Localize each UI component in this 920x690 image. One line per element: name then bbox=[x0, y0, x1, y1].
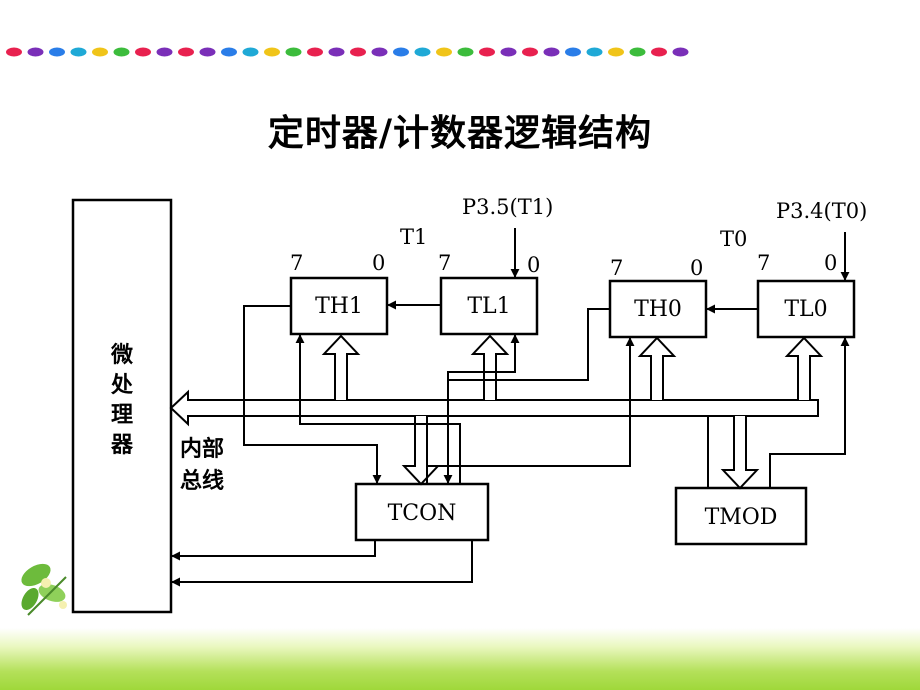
decorative-dot bbox=[522, 47, 538, 57]
decorative-dot-row bbox=[6, 47, 689, 57]
decorative-dot bbox=[49, 47, 65, 57]
bit-msb-label: 7 bbox=[610, 256, 623, 280]
t1-group-label: T1 bbox=[400, 225, 427, 249]
decorative-dot bbox=[264, 47, 280, 57]
tl1-register bbox=[439, 276, 539, 336]
decorative-dot bbox=[608, 47, 624, 57]
decorative-dot bbox=[672, 47, 689, 57]
decorative-dot bbox=[199, 47, 216, 57]
decorative-dot bbox=[629, 47, 646, 57]
decorative-dot bbox=[586, 47, 603, 57]
decorative-dot bbox=[307, 47, 323, 57]
bus-to-tl0-arrow bbox=[784, 336, 824, 400]
decorative-dot bbox=[70, 47, 87, 57]
cpu-label-char: 处 bbox=[110, 372, 133, 398]
tmod-label: TMOD bbox=[705, 505, 778, 530]
bit-msb-label: 7 bbox=[757, 251, 770, 275]
decorative-dot bbox=[651, 47, 667, 57]
tl0-register bbox=[756, 279, 856, 339]
cpu-block bbox=[71, 198, 173, 614]
bus-to-tcon-arrow bbox=[401, 416, 441, 486]
cpu-label-char: 器 bbox=[110, 433, 134, 458]
decorative-dot bbox=[500, 47, 517, 57]
bus-label: 总线 bbox=[180, 468, 224, 494]
bit-msb-label: 7 bbox=[290, 251, 303, 275]
bit-lsb-label: 0 bbox=[372, 251, 385, 275]
bus-to-tmod-arrow bbox=[720, 416, 760, 490]
bit-lsb-label: 0 bbox=[690, 256, 703, 280]
decorative-dot bbox=[221, 47, 237, 57]
decorative-dot bbox=[328, 47, 345, 57]
decorative-dot bbox=[285, 47, 302, 57]
page-title: 定时器/计数器逻辑结构 bbox=[267, 112, 653, 154]
cpu-label-char: 微 bbox=[110, 342, 133, 368]
decorative-dot bbox=[135, 47, 151, 57]
decorative-dot bbox=[436, 47, 452, 57]
decorative-dot bbox=[457, 47, 474, 57]
decorative-dot bbox=[479, 47, 495, 57]
decorative-dot bbox=[156, 47, 173, 57]
decorative-dot bbox=[178, 47, 194, 57]
control-wires bbox=[171, 305, 850, 587]
decorative-dot bbox=[350, 47, 366, 57]
tl1-label: TL1 bbox=[467, 294, 510, 319]
bit-msb-label: 7 bbox=[438, 251, 451, 275]
th0-label: TH0 bbox=[634, 297, 682, 322]
bus-label: 内部 bbox=[180, 436, 224, 462]
tl0-label: TL0 bbox=[784, 297, 827, 322]
decorative-dot bbox=[371, 47, 388, 57]
bit-lsb-label: 0 bbox=[824, 251, 837, 275]
tcon-register bbox=[354, 482, 490, 542]
bus-to-th0-arrow bbox=[637, 336, 677, 400]
cpu-label-char: 理 bbox=[111, 403, 133, 428]
decorative-dot bbox=[565, 47, 581, 57]
decorative-dot bbox=[113, 47, 130, 57]
th1-label: TH1 bbox=[315, 294, 363, 319]
th1-register bbox=[289, 276, 389, 336]
t0-group-label: T0 bbox=[720, 227, 747, 251]
bit-lsb-label: 0 bbox=[527, 253, 540, 277]
bottom-gradient-band bbox=[0, 628, 920, 690]
decorative-dot bbox=[92, 47, 108, 57]
decorative-dot bbox=[27, 47, 44, 57]
decorative-dot bbox=[393, 47, 409, 57]
bus-to-tl1-arrow bbox=[470, 334, 510, 400]
decorative-dot bbox=[242, 47, 259, 57]
bus-to-th1-arrow bbox=[321, 334, 361, 400]
decorative-dot bbox=[6, 47, 22, 57]
decorative-dot bbox=[543, 47, 560, 57]
p35-pin-label: P3.5(T1) bbox=[462, 195, 553, 219]
decorative-dot bbox=[414, 47, 431, 57]
tcon-label: TCON bbox=[388, 501, 457, 526]
th0-register bbox=[608, 279, 708, 339]
leaf-sprig-icon bbox=[21, 563, 67, 616]
p34-pin-label: P3.4(T0) bbox=[776, 199, 867, 223]
